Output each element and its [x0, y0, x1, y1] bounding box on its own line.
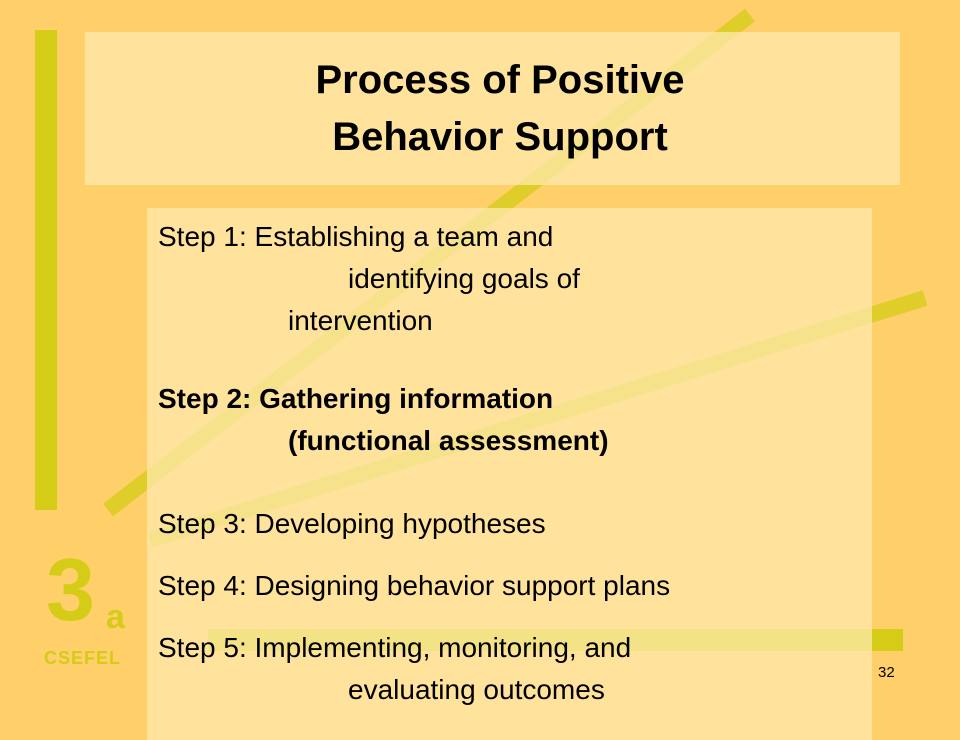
step-4-text-line-1: Designing behavior support plans — [254, 570, 671, 601]
step-2: Step 2: Gathering information (functional… — [158, 378, 878, 503]
step-1-text-line-1: Establishing a team and — [254, 221, 554, 252]
slide-title: Process of Positive Behavior Support — [85, 52, 915, 166]
step-2-label: Step 2: — [158, 383, 252, 414]
step-2-text-line-2: (functional assessment) — [288, 425, 609, 456]
vertical-accent-bar — [35, 30, 57, 510]
title-panel — [85, 32, 900, 185]
step-5-label: Step 5: — [158, 632, 247, 663]
step-3-label: Step 3: — [158, 508, 247, 539]
steps-list: Step 1: Establishing a team and identifyi… — [158, 216, 878, 711]
step-4: Step 4: Designing behavior support plans — [158, 565, 878, 627]
slide-number: 32 — [878, 664, 895, 681]
step-3: Step 3: Developing hypotheses — [158, 503, 878, 565]
step-4-label: Step 4: — [158, 570, 247, 601]
title-line-2: Behavior Support — [332, 115, 668, 159]
step-1: Step 1: Establishing a team and identifyi… — [158, 216, 878, 378]
step-3-text-line-1: Developing hypotheses — [254, 508, 546, 539]
step-1-label: Step 1: — [158, 221, 247, 252]
content-panel — [147, 208, 872, 740]
step-2-text-line-1: Gathering information — [259, 383, 554, 414]
step-5-text-line-2: evaluating outcomes — [348, 674, 605, 705]
logo-letter: a — [106, 598, 125, 636]
logo-number: 3 — [46, 540, 95, 639]
logo-organization: CSEFEL — [44, 648, 122, 668]
step-5: Step 5: Implementing, monitoring, and eva… — [158, 627, 878, 711]
step-1-text-line-3: intervention — [288, 305, 433, 336]
title-line-1: Process of Positive — [315, 58, 685, 102]
step-5-text-line-1: Implementing, monitoring, and — [254, 632, 632, 663]
step-1-text-line-2: identifying goals of — [348, 263, 580, 294]
